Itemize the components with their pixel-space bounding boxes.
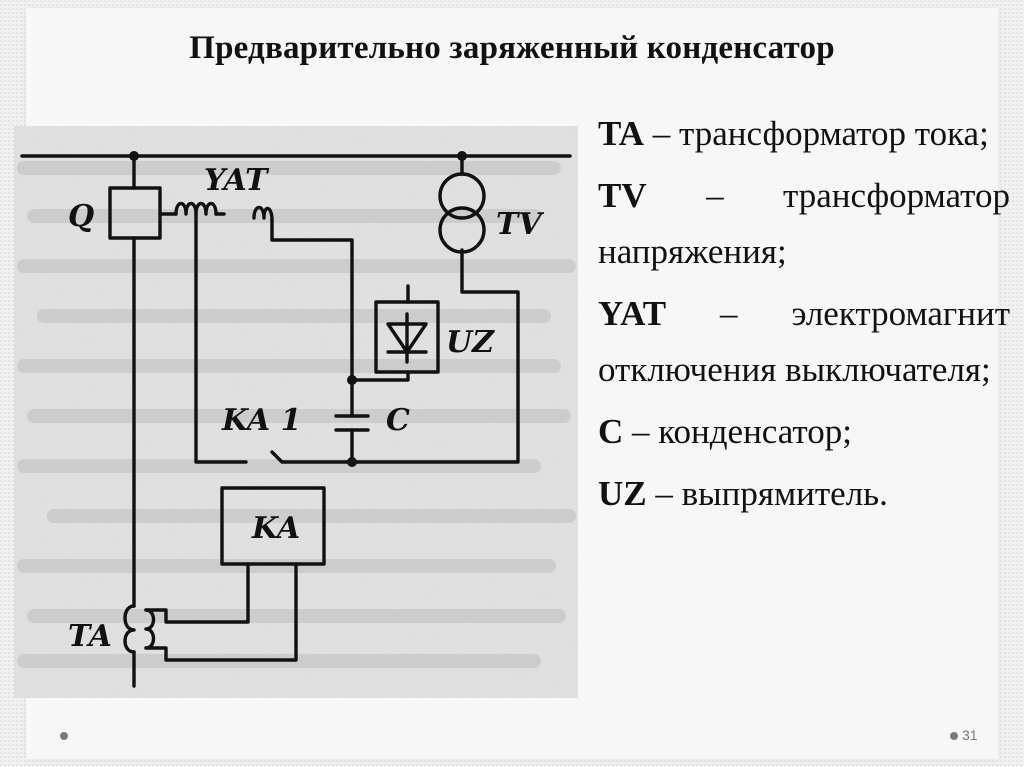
circuit-diagram: Q YAT TV UZ KA 1 C KA TA <box>14 126 578 698</box>
legend-dash: – <box>644 114 680 153</box>
legend-item: UZ – выпрямитель. <box>598 466 1010 522</box>
legend-term: UZ <box>598 474 647 513</box>
legend-description: трансформатор тока; <box>679 114 989 153</box>
label-yat: YAT <box>204 163 270 198</box>
label-ta: TA <box>68 619 112 654</box>
label-uz: UZ <box>446 325 495 360</box>
label-c: C <box>386 403 410 438</box>
right-bullet-dot <box>950 732 958 740</box>
legend-term: TA <box>598 114 645 153</box>
junction-dots <box>129 151 467 467</box>
circuit-wires <box>20 154 572 688</box>
legend-description: трансформатор напряжения; <box>598 176 1010 271</box>
legend-list: TA – трансформатор тока; TV – трансформат… <box>598 106 1010 528</box>
label-tv: TV <box>496 207 544 242</box>
legend-item: YAT – электромагнит отключения выключате… <box>598 286 1010 398</box>
slide-title: Предварительно заряженный конденсатор <box>189 30 835 66</box>
circuit-svg: Q YAT TV UZ KA 1 C KA TA <box>14 126 578 698</box>
legend-item: TV – трансформатор напряжения; <box>598 168 1010 280</box>
legend-item: C – конденсатор; <box>598 404 1010 460</box>
legend-term: TV <box>598 176 647 215</box>
legend-description: электромагнит отключения выключателя; <box>598 294 1010 389</box>
legend-description: конденсатор; <box>658 412 852 451</box>
breaker-q <box>108 186 162 240</box>
label-ka: KA <box>251 511 300 546</box>
label-q: Q <box>68 199 94 234</box>
tv-transformer <box>438 172 486 254</box>
ka-relay <box>220 486 326 566</box>
legend-term: YAT <box>598 294 667 333</box>
page-number: 31 <box>962 727 978 743</box>
ta-transformer <box>123 604 156 654</box>
legend-dash: – <box>646 474 682 513</box>
legend-description: выпрямитель. <box>681 474 888 513</box>
legend-dash: – <box>666 294 792 333</box>
left-bullet-dot <box>60 732 68 740</box>
circuit-labels: Q YAT TV UZ KA 1 C KA TA <box>68 163 544 654</box>
yat-coil <box>174 201 274 222</box>
legend-item: TA – трансформатор тока; <box>598 106 1010 162</box>
legend-dash: – <box>623 412 659 451</box>
uz-rectifier <box>374 300 440 374</box>
legend-term: C <box>598 412 624 451</box>
legend-dash: – <box>646 176 784 215</box>
label-ka1: KA 1 <box>221 403 301 438</box>
